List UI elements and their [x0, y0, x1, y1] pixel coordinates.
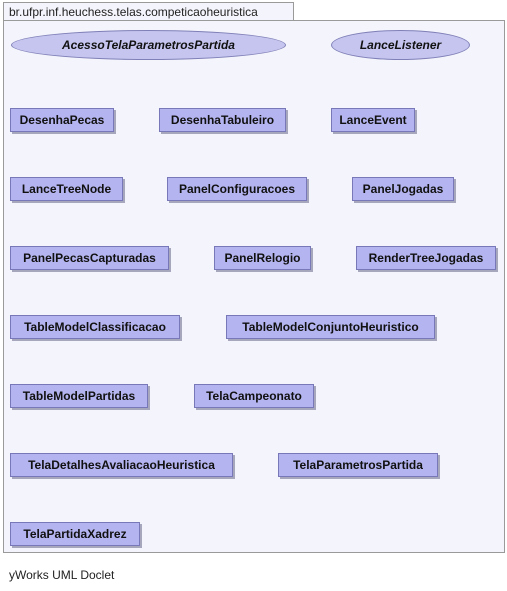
- class-table-model-partidas[interactable]: TableModelPartidas: [10, 384, 148, 408]
- footer-credit: yWorks UML Doclet: [9, 568, 115, 582]
- package-tab: br.ufpr.inf.heuchess.telas.competicaoheu…: [3, 2, 294, 20]
- class-render-tree-jogadas[interactable]: RenderTreeJogadas: [356, 246, 496, 270]
- class-tela-detalhes-avaliacao-heuristica[interactable]: TelaDetalhesAvaliacaoHeuristica: [10, 453, 233, 477]
- class-desenha-pecas[interactable]: DesenhaPecas: [10, 108, 114, 132]
- class-tela-campeonato[interactable]: TelaCampeonato: [194, 384, 314, 408]
- class-table-model-classificacao[interactable]: TableModelClassificacao: [10, 315, 180, 339]
- class-panel-jogadas[interactable]: PanelJogadas: [352, 177, 454, 201]
- class-lance-event[interactable]: LanceEvent: [331, 108, 415, 132]
- class-panel-relogio[interactable]: PanelRelogio: [214, 246, 311, 270]
- class-desenha-tabuleiro[interactable]: DesenhaTabuleiro: [159, 108, 286, 132]
- interface-acesso-tela-parametros-partida[interactable]: AcessoTelaParametrosPartida: [11, 30, 286, 60]
- class-tela-parametros-partida[interactable]: TelaParametrosPartida: [278, 453, 438, 477]
- class-lance-tree-node[interactable]: LanceTreeNode: [10, 177, 123, 201]
- class-tela-partida-xadrez[interactable]: TelaPartidaXadrez: [10, 522, 140, 546]
- package-name: br.ufpr.inf.heuchess.telas.competicaoheu…: [9, 5, 258, 19]
- class-panel-configuracoes[interactable]: PanelConfiguracoes: [167, 177, 307, 201]
- class-table-model-conjunto-heuristico[interactable]: TableModelConjuntoHeuristico: [226, 315, 435, 339]
- interface-lance-listener[interactable]: LanceListener: [331, 30, 470, 60]
- class-panel-pecas-capturadas[interactable]: PanelPecasCapturadas: [10, 246, 169, 270]
